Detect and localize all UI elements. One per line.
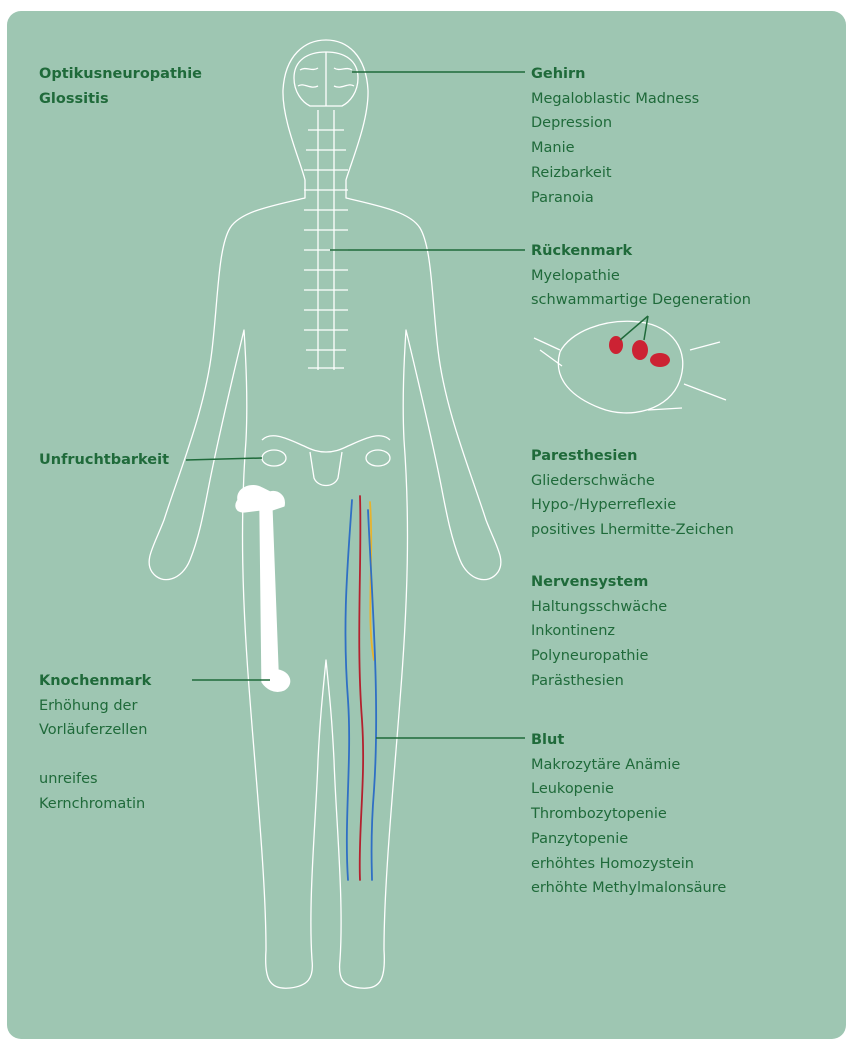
body-outline [149, 40, 501, 988]
lesion-spot [650, 353, 670, 367]
heading: Nervensystem [531, 570, 667, 595]
item: Myelopathie [531, 264, 751, 289]
heading: Knochenmark [39, 669, 151, 694]
item: Panzytopenie [531, 827, 726, 852]
label-paresth: Paresthesien Gliederschwäche Hypo-/Hyper… [531, 444, 734, 543]
item: Inkontinenz [531, 619, 667, 644]
item: Kernchromatin [39, 792, 151, 817]
label-unfrucht: Unfruchtbarkeit [39, 448, 169, 473]
item: erhöhtes Homozystein [531, 852, 726, 877]
spinal-cord-section [534, 321, 726, 413]
item: Manie [531, 136, 699, 161]
label-blut: Blut Makrozytäre Anämie Leukopenie Throm… [531, 728, 726, 901]
spine [318, 110, 334, 370]
artery-path [359, 496, 363, 880]
item: Thrombozytopenie [531, 802, 726, 827]
item: Gliederschwäche [531, 469, 734, 494]
label-knochen: Knochenmark Erhöhung der Vorläuferzellen… [39, 669, 151, 817]
item: erhöhte Methylmalonsäure [531, 876, 726, 901]
item: Haltungsschwäche [531, 595, 667, 620]
heading: Unfruchtbarkeit [39, 448, 169, 473]
item: Makrozytäre Anämie [531, 753, 726, 778]
uterus [262, 436, 390, 486]
item: Erhöhung der [39, 694, 151, 719]
item: Reizbarkeit [531, 161, 699, 186]
vein-path [345, 500, 352, 880]
label-optikus: Optikusneuropathie Glossitis [39, 62, 202, 111]
item: unreifes [39, 767, 151, 792]
label-ruecken: Rückenmark Myelopathie schwammartige Deg… [531, 239, 751, 313]
item: Hypo-/Hyperreflexie [531, 493, 734, 518]
item: Leukopenie [531, 777, 726, 802]
label-nerven: Nervensystem Haltungsschwäche Inkontinen… [531, 570, 667, 694]
item: positives Lhermitte-Zeichen [531, 518, 734, 543]
label-gehirn: Gehirn Megaloblastic Madness Depression … [531, 62, 699, 210]
item: Paranoia [531, 186, 699, 211]
heading: Optikusneuropathie [39, 62, 202, 87]
heading: Blut [531, 728, 726, 753]
diagram-panel: Optikusneuropathie Glossitis Unfruchtbar… [7, 11, 846, 1039]
heading: Rückenmark [531, 239, 751, 264]
item: Parästhesien [531, 669, 667, 694]
item: Depression [531, 111, 699, 136]
item: Vorläuferzellen [39, 718, 151, 743]
leader-unfrucht [186, 458, 262, 460]
item: Glossitis [39, 87, 202, 112]
item: schwammartige Degeneration [531, 288, 751, 313]
heading: Gehirn [531, 62, 699, 87]
lesion-spot [632, 340, 648, 360]
item: Megaloblastic Madness [531, 87, 699, 112]
heading: Paresthesien [531, 444, 734, 469]
item: Polyneuropathie [531, 644, 667, 669]
